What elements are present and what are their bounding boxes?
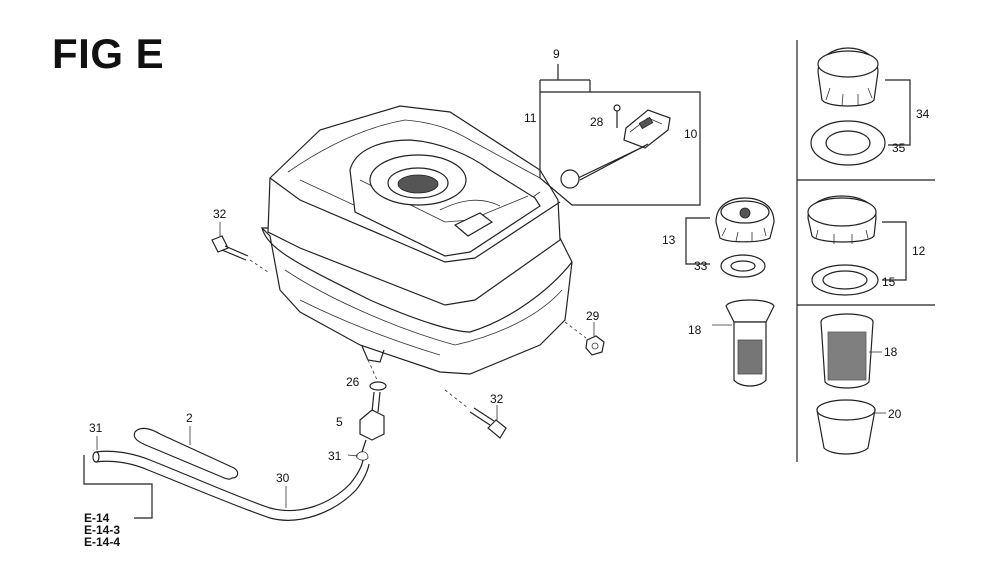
callout-31-left: 31 <box>89 421 103 435</box>
bolt-32-lower <box>444 389 507 439</box>
reference-code-2: E-14-3 <box>84 523 120 537</box>
fuel-strainer-19 <box>820 313 882 389</box>
reference-bracket <box>83 455 153 519</box>
callout-labels: 9 11 28 10 34 35 32 13 33 12 15 29 18 18… <box>89 47 930 485</box>
callout-20: 20 <box>888 407 902 421</box>
callout-34: 34 <box>916 107 930 121</box>
reference-code-1: E-14 <box>84 511 110 525</box>
reference-code-3: E-14-4 <box>84 535 120 549</box>
fuel-cap-34 <box>810 47 911 166</box>
fuel-gauge-assembly <box>539 64 701 206</box>
callout-35: 35 <box>892 141 906 155</box>
callout-32-upper: 32 <box>213 207 227 221</box>
callout-29: 29 <box>586 309 600 323</box>
fuel-cap-12 <box>807 195 907 296</box>
figure-title: FIG E <box>52 30 165 77</box>
callout-30: 30 <box>276 471 290 485</box>
fuel-strainer-18 <box>712 299 775 387</box>
fuel-valve-5 <box>355 359 387 461</box>
callout-33: 33 <box>694 259 708 273</box>
fuel-cap-13 <box>685 197 775 278</box>
callout-18-left: 18 <box>688 323 702 337</box>
reference-codes: E-14 E-14-3 E-14-4 <box>84 511 120 549</box>
callout-11: 11 <box>524 111 537 125</box>
callout-10: 10 <box>684 127 698 141</box>
callout-18-right: 18 <box>884 345 898 359</box>
right-panel-frame <box>796 40 935 462</box>
callout-5: 5 <box>336 415 343 429</box>
callout-2: 2 <box>186 411 193 425</box>
callout-9: 9 <box>553 47 560 61</box>
callout-13: 13 <box>662 233 676 247</box>
callout-26: 26 <box>346 375 360 389</box>
callout-15: 15 <box>882 275 896 289</box>
callout-28: 28 <box>590 115 604 129</box>
callout-32-lower: 32 <box>490 392 504 406</box>
bolt-32-upper <box>211 222 269 273</box>
fuel-tank <box>260 105 573 375</box>
nut-29 <box>564 321 605 356</box>
fuel-hoses <box>92 426 370 521</box>
strainer-cup-20 <box>816 399 886 455</box>
callout-31-right: 31 <box>328 449 342 463</box>
callout-12: 12 <box>912 244 926 258</box>
